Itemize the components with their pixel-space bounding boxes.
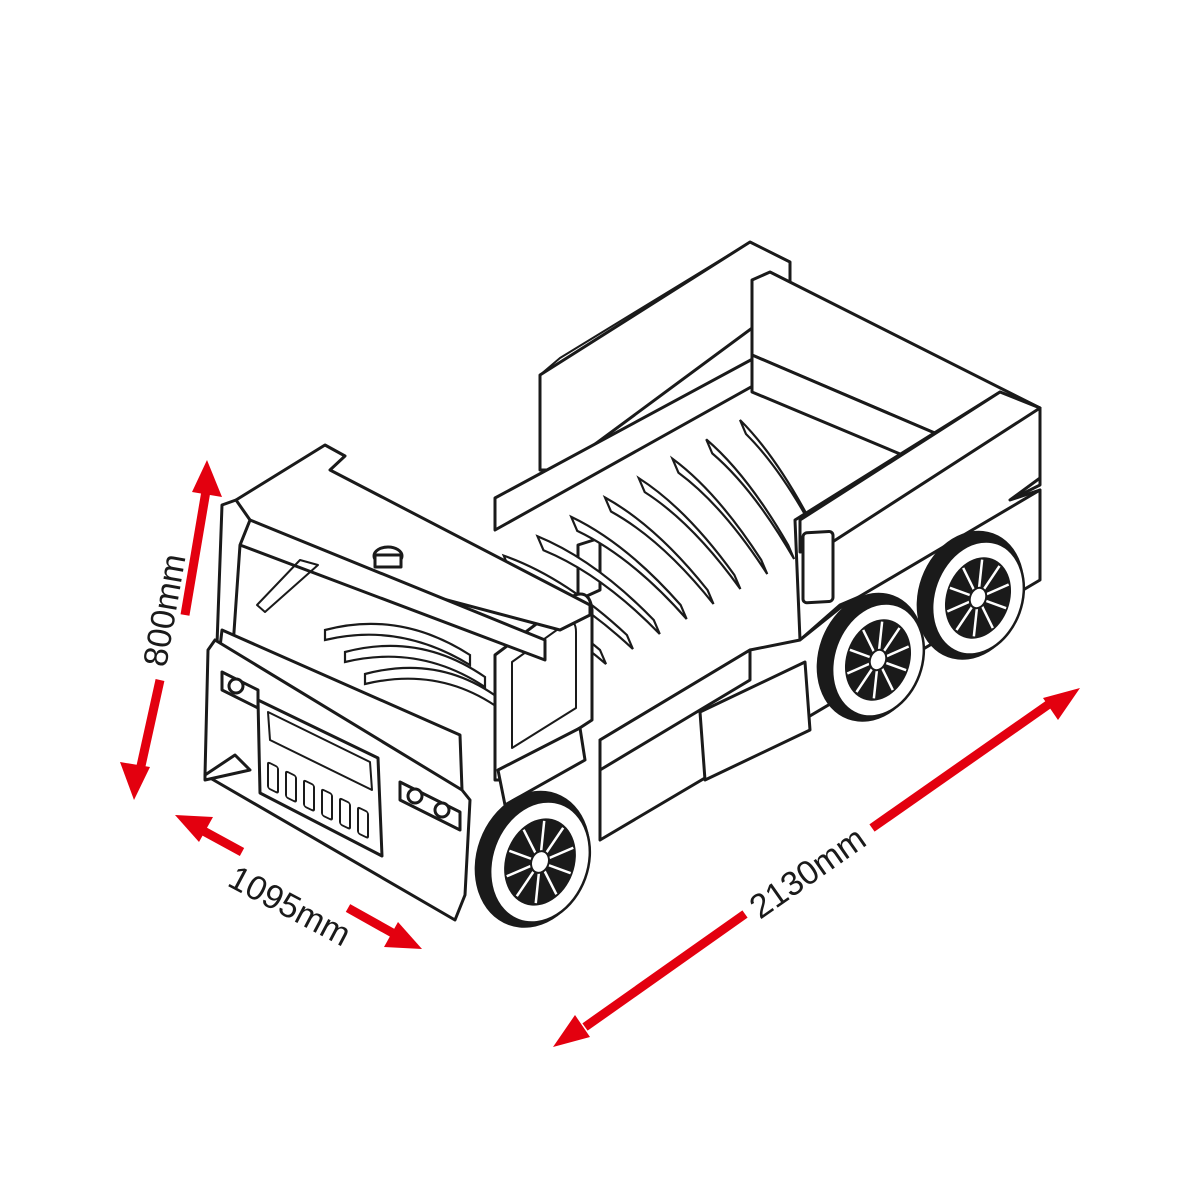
wheel	[474, 790, 592, 928]
height-arrow-head-top	[192, 460, 222, 497]
width-arrow-shaft-left	[195, 824, 245, 856]
grille-slot	[303, 779, 315, 812]
grille-slot	[339, 797, 351, 830]
grille-slot	[357, 806, 369, 839]
width-label: 1095mm	[222, 859, 357, 955]
height-arrow-head-bottom	[120, 762, 150, 800]
slat	[535, 534, 661, 635]
length-arrow-head-left	[553, 1015, 590, 1047]
slat	[323, 622, 472, 667]
length-arrow-shaft-lower	[582, 910, 748, 1031]
width-arrow-head-right	[384, 922, 422, 949]
height-arrow-shaft-upper	[180, 484, 212, 616]
slat	[705, 438, 796, 560]
length-arrow-shaft-upper	[869, 698, 1055, 832]
wheels	[474, 530, 1026, 928]
width-arrow-shaft-right	[345, 904, 401, 940]
grille-slot	[267, 761, 279, 794]
near-side-rear-body	[793, 390, 1042, 642]
slat	[636, 475, 742, 590]
slat	[669, 455, 769, 575]
cab-top-frame	[213, 443, 592, 702]
grille-slot	[285, 770, 297, 803]
width-arrow-head-left	[175, 815, 213, 842]
cab-front-body	[203, 628, 472, 922]
height-arrow-shaft-lower	[134, 679, 165, 776]
front-grille	[256, 698, 384, 858]
slat	[569, 514, 688, 620]
grille-slot	[321, 788, 333, 821]
slat	[602, 494, 715, 605]
wheel	[916, 530, 1026, 660]
length-label: 2130mm	[743, 820, 873, 927]
headlight-right	[398, 780, 462, 832]
length-arrow-head-right	[1043, 688, 1080, 720]
slat	[343, 644, 487, 690]
truck-bed-drawing	[203, 240, 1042, 928]
wheel	[816, 592, 926, 722]
headlight-left	[220, 670, 260, 710]
